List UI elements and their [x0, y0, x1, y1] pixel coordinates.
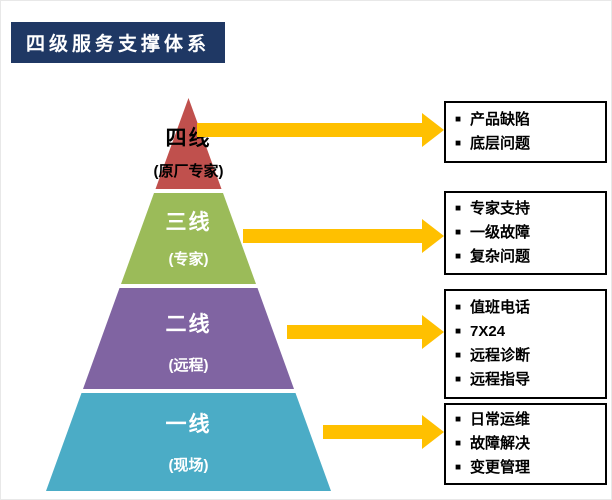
list-item: ■ 变更管理 — [455, 456, 596, 480]
list-item: ■ 产品缺陷 — [455, 108, 596, 132]
square-bullet-icon: ■ — [455, 438, 462, 449]
list-item: ■ 复杂问题 — [455, 245, 596, 269]
list-item-text: 变更管理 — [470, 459, 531, 476]
pyramid-level-1 — [46, 393, 331, 491]
arrow-head-icon — [422, 315, 444, 349]
list-item-text: 故障解决 — [470, 435, 531, 452]
pyramid-level-4-sublabel: (原厂专家) — [153, 163, 224, 180]
list-item-text: 日常运维 — [470, 411, 531, 428]
list-item-text: 底层问题 — [470, 135, 531, 152]
square-bullet-icon: ■ — [455, 227, 462, 238]
list-item-text: 复杂问题 — [470, 248, 531, 265]
list-item-text: 一级故障 — [470, 224, 531, 241]
square-bullet-icon: ■ — [455, 203, 462, 214]
pyramid-level-2-sublabel: (远程) — [168, 357, 209, 374]
list-item: ■ 日常运维 — [455, 408, 596, 432]
pyramid: 四线 (原厂专家) 三线 (专家) 二线 (远程) 一线 (现场) — [41, 98, 336, 491]
square-bullet-icon: ■ — [455, 138, 462, 149]
list-item: ■ 值班电话 — [455, 296, 596, 320]
list-item-text: 值班电话 — [470, 299, 531, 316]
arrow-shaft — [197, 123, 424, 137]
info-box-level-3: ■ 专家支持 ■ 一级故障 ■ 复杂问题 — [444, 191, 607, 275]
list-item-text: 专家支持 — [470, 200, 531, 217]
list-item: ■ 故障解决 — [455, 432, 596, 456]
list-item-text: 远程指导 — [470, 371, 531, 388]
square-bullet-icon: ■ — [455, 374, 462, 385]
info-box-level-1: ■ 日常运维 ■ 故障解决 ■ 变更管理 — [444, 403, 607, 485]
pyramid-level-3-label: 三线 — [165, 211, 212, 234]
square-bullet-icon: ■ — [455, 414, 462, 425]
pyramid-level-1-label: 一线 — [165, 413, 212, 436]
arrow-level1-to-box — [323, 415, 444, 449]
square-bullet-icon: ■ — [455, 302, 462, 313]
arrow-level2-to-box — [287, 315, 444, 349]
arrow-shaft — [323, 425, 424, 439]
pyramid-level-3-sublabel: (专家) — [168, 251, 209, 268]
list-item: ■ 底层问题 — [455, 132, 596, 156]
diagram-title: 四级服务支撑体系 — [11, 22, 226, 63]
pyramid-level-2 — [83, 288, 294, 389]
square-bullet-icon: ■ — [455, 251, 462, 262]
square-bullet-icon: ■ — [455, 114, 462, 125]
list-item: ■ 7X24 — [455, 320, 596, 344]
diagram-title-text: 四级服务支撑体系 — [26, 34, 211, 55]
pyramid-level-1-sublabel: (现场) — [168, 457, 209, 474]
list-item-text: 远程诊断 — [470, 347, 531, 364]
arrow-head-icon — [422, 415, 444, 449]
square-bullet-icon: ■ — [455, 326, 462, 337]
arrow-shaft — [243, 229, 424, 243]
list-item: ■ 远程诊断 — [455, 344, 596, 368]
arrow-head-icon — [422, 219, 444, 253]
arrow-shaft — [287, 325, 424, 339]
square-bullet-icon: ■ — [455, 350, 462, 361]
info-box-level-4: ■ 产品缺陷 ■ 底层问题 — [444, 101, 607, 163]
square-bullet-icon: ■ — [455, 462, 462, 473]
list-item: ■ 专家支持 — [455, 197, 596, 221]
arrow-head-icon — [422, 113, 444, 147]
list-item-text: 7X24 — [470, 323, 506, 340]
info-box-level-2: ■ 值班电话 ■ 7X24 ■ 远程诊断 ■ 远程指导 — [444, 289, 607, 399]
list-item-text: 产品缺陷 — [470, 111, 531, 128]
list-item: ■ 一级故障 — [455, 221, 596, 245]
pyramid-level-2-label: 二线 — [165, 313, 212, 336]
arrow-level3-to-box — [243, 219, 444, 253]
arrow-level4-to-box — [197, 113, 444, 147]
list-item: ■ 远程指导 — [455, 368, 596, 392]
